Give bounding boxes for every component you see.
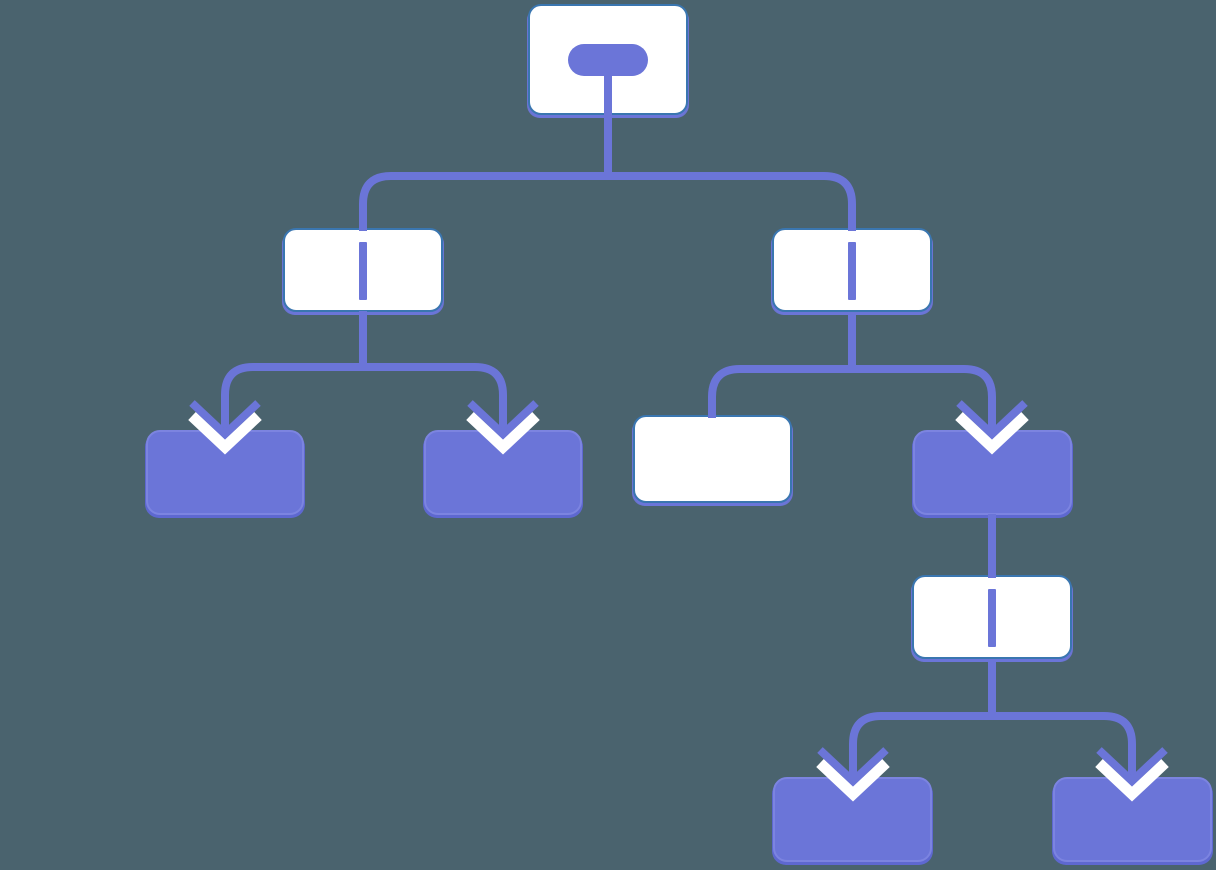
- branch-node-mid[interactable]: [912, 575, 1072, 659]
- connector-bottom-bracket: [849, 712, 1136, 781]
- leaf-node-1[interactable]: [146, 430, 304, 515]
- branch-node-left[interactable]: [283, 228, 443, 312]
- pill-icon: [568, 44, 648, 76]
- leaf-node-5[interactable]: [1053, 777, 1212, 862]
- root-node[interactable]: [528, 4, 688, 115]
- leaf-node-4[interactable]: [773, 777, 932, 862]
- vertical-divider-icon: [359, 242, 367, 300]
- leaf-node-2[interactable]: [424, 430, 582, 515]
- branch-node-right[interactable]: [772, 228, 932, 312]
- connector-level2-bracket: [359, 172, 856, 231]
- leaf-node-3[interactable]: [913, 430, 1072, 515]
- plain-child-node[interactable]: [633, 415, 792, 503]
- connector-left-bracket: [221, 363, 507, 434]
- pill-stem-icon: [604, 74, 612, 115]
- vertical-divider-icon: [848, 242, 856, 300]
- vertical-divider-icon: [988, 589, 996, 647]
